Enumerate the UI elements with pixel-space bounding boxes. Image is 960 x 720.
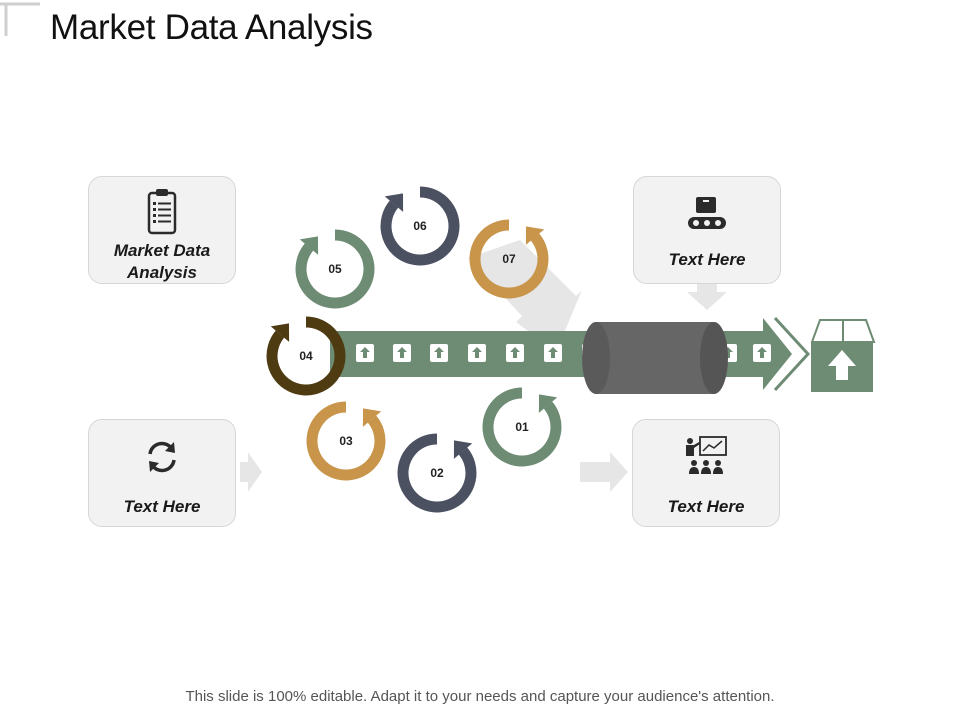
cycle-step-number: 06 — [413, 219, 427, 233]
cycle-step-number: 04 — [299, 349, 313, 363]
cycle-ring-arc — [469, 219, 549, 299]
cycle-step-02: 02 — [397, 433, 477, 513]
cycle-ring-arc — [306, 401, 386, 481]
cycle-step-04: 04 — [266, 316, 346, 396]
cycle-ring-arrowhead — [453, 440, 473, 459]
cycle-ring-arc — [266, 316, 346, 396]
cycle-ring-arc — [482, 387, 562, 467]
cycle-ring-arc — [380, 186, 460, 266]
cycle-ring-arc — [295, 229, 375, 309]
belt-box-icon — [753, 344, 771, 362]
belt-box-icon — [430, 344, 448, 362]
cycle-ring-arrowhead — [362, 408, 382, 427]
card-bottom-right: Text Here — [632, 419, 780, 527]
belt-box-icon — [393, 344, 411, 362]
cycle-step-number: 01 — [515, 420, 529, 434]
faint-down-arrow-right — [687, 282, 727, 310]
cylinder-right-cap — [700, 322, 728, 394]
cycle-step-07: 07 — [469, 219, 549, 299]
faint-funnel-arrow — [468, 240, 582, 352]
cycle-step-05: 05 — [295, 229, 375, 309]
faint-arrows — [240, 240, 727, 492]
conveyor-box-icon — [688, 197, 726, 229]
cycle-ring-arc — [397, 433, 477, 513]
faint-right-arrow-left — [240, 452, 262, 492]
cycle-rings: 01 02 03 04 05 06 07 — [266, 186, 562, 513]
refresh-icon — [148, 441, 176, 473]
cycle-ring-arrowhead — [299, 236, 319, 255]
cycle-step-number: 02 — [430, 466, 444, 480]
card-label: Text Here — [123, 497, 201, 516]
cycle-step-03: 03 — [306, 401, 386, 481]
cycle-ring-arrowhead — [384, 193, 404, 212]
belt-chevron — [773, 316, 811, 392]
page-title: Market Data Analysis — [50, 8, 373, 47]
belt-box-icon — [356, 344, 374, 362]
belt-box-icon — [506, 344, 524, 362]
cycle-step-number: 07 — [502, 252, 516, 266]
cycle-step-06: 06 — [380, 186, 460, 266]
belt-box-icon — [468, 344, 486, 362]
faint-right-arrow-right — [580, 452, 628, 492]
cycle-ring-arrowhead — [538, 394, 558, 413]
card-top-right: Text Here — [633, 176, 781, 284]
belt-arrowhead — [763, 318, 792, 390]
output-box — [810, 319, 876, 392]
card-label: Text Here — [667, 497, 745, 516]
up-arrow-icon — [828, 350, 856, 380]
cycle-ring-arrowhead — [525, 226, 545, 245]
clipboard-list-icon — [147, 189, 177, 235]
card-label: Text Here — [668, 250, 746, 269]
footer-note: This slide is 100% editable. Adapt it to… — [185, 688, 775, 705]
cycle-step-number: 03 — [339, 434, 353, 448]
presentation-audience-icon — [686, 436, 727, 474]
belt-boxes — [356, 344, 771, 362]
cycle-step-number: 05 — [328, 262, 342, 276]
corner-decoration — [0, 2, 40, 36]
card-bottom-left: Text Here — [88, 419, 236, 527]
cylinder-left-cap — [582, 322, 610, 394]
card-top-left: Market Data Analysis — [88, 176, 236, 284]
cycle-step-01: 01 — [482, 387, 562, 467]
cycle-ring-arrowhead — [270, 323, 290, 342]
card-label: Market Data Analysis — [113, 241, 211, 282]
cylinder-body — [596, 322, 714, 394]
belt-box-icon — [544, 344, 562, 362]
